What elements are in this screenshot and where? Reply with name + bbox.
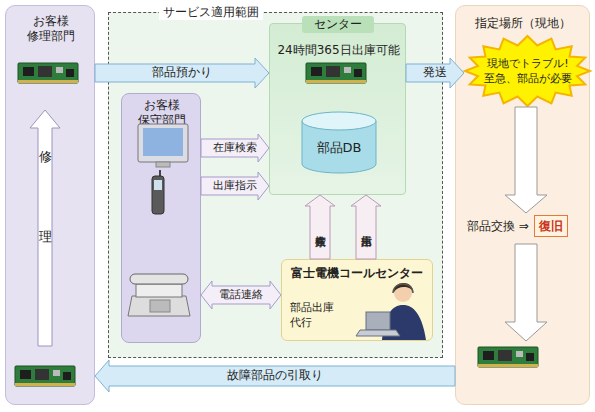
cellphone-icon — [152, 170, 164, 214]
circuit-board — [15, 366, 75, 386]
node-heading: 部品DB — [300, 140, 378, 156]
node-body: 24時間365日出庫可能 — [270, 42, 407, 58]
block-arrow — [201, 281, 281, 309]
circuit-board — [306, 63, 366, 83]
site-band: 指定場所（現地） 現地でトラブル! 至急、部品が必要部品交換 ⇒ 復旧 — [455, 5, 590, 405]
monitor-stand — [156, 162, 170, 167]
node-heading: サービス適用範囲 — [159, 4, 263, 20]
phone-antenna — [159, 170, 161, 177]
trouble-starburst: 現地でトラブル! 至急、部品が必要 — [464, 35, 591, 107]
starburst-outline — [464, 35, 591, 107]
node-heading: 復旧 — [535, 218, 566, 234]
repair-arrow — [30, 110, 60, 346]
desk-phone-icon — [128, 274, 190, 316]
block-arrow — [201, 172, 269, 200]
operator-body — [382, 305, 426, 340]
block-arrow — [505, 107, 547, 213]
block-arrow — [305, 195, 335, 259]
cylinder-top — [302, 112, 376, 130]
block-arrow — [95, 360, 455, 392]
circuit-board — [18, 63, 78, 83]
phone-base — [128, 296, 190, 316]
node-heading: お客様 保守部門 — [134, 98, 190, 128]
replacement-step: 部品交換 ⇒ 復旧 — [463, 213, 591, 239]
circuit-board — [478, 347, 538, 367]
center-box: センター24時間365日出庫可能部品DB — [269, 23, 406, 195]
operator-head — [394, 284, 412, 302]
block-arrow — [201, 134, 269, 162]
starburst-shape — [465, 36, 590, 106]
laptop-screen — [366, 312, 390, 330]
monitor-screen — [143, 128, 183, 156]
phone-body — [152, 176, 164, 214]
operator-hair — [394, 283, 413, 292]
block-arrow — [95, 58, 269, 88]
computer-icon — [138, 124, 188, 167]
database-cylinder: 部品DB — [300, 112, 378, 174]
department-band: お客様 修理部門 — [5, 5, 95, 405]
maintenance-dept-box: お客様 保守部門 — [121, 93, 201, 343]
phone-top — [136, 284, 182, 297]
node-heading: センター — [302, 16, 374, 33]
node-heading: 指定場所（現地） — [456, 15, 589, 31]
node-body: 部品出庫 代行 — [290, 300, 346, 330]
phone-screen — [154, 180, 162, 190]
monitor-body — [138, 124, 188, 162]
laptop-base — [356, 330, 400, 336]
phone-handset — [130, 274, 188, 284]
block-arrow — [406, 58, 464, 88]
arrow-label: 故障部品の引取り — [227, 369, 323, 382]
node-heading: 現地でトラブル! 至急、部品が必要 — [478, 56, 578, 86]
call-center-box: 富士電機コールセンター部品出庫 代行 — [281, 259, 433, 341]
block-arrow — [351, 195, 381, 259]
node-heading: お客様 修理部門 — [23, 14, 79, 44]
phone-keypad — [150, 300, 170, 312]
operator-headset — [393, 284, 413, 293]
flow-arrow — [505, 244, 547, 341]
operator-icon — [356, 283, 426, 340]
node-heading: 部品交換 ⇒ — [467, 218, 529, 234]
service-scope-region: サービス適用範囲センター24時間365日出庫可能部品DBお客様 保守部門富士電機… — [108, 12, 443, 358]
recovery-box: 復旧 — [534, 215, 568, 237]
node-heading: 富士電機コールセンター — [282, 265, 432, 281]
